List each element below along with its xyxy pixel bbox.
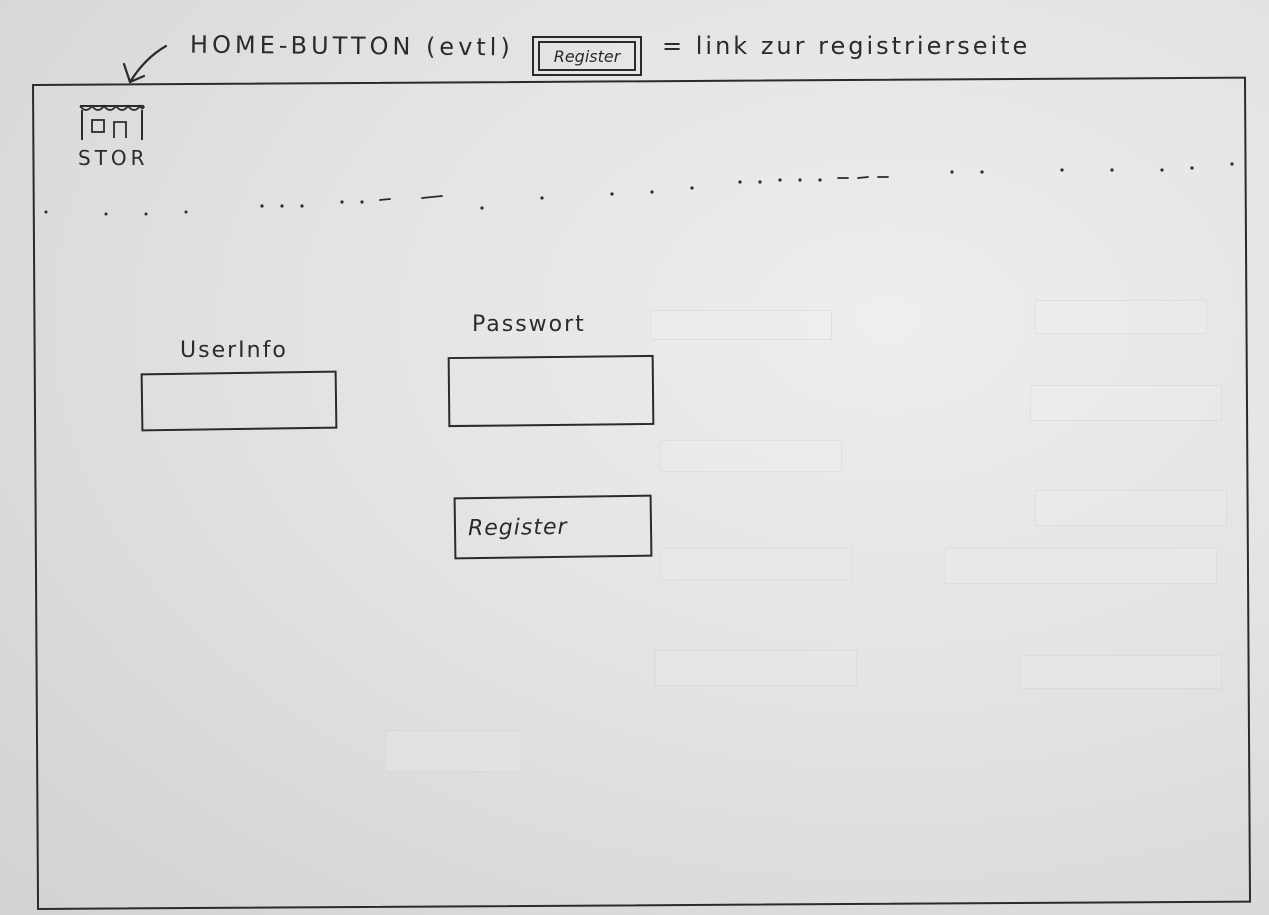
userinfo-label: UserInfo [180,338,288,363]
paper-ghost [1035,490,1227,526]
userinfo-input[interactable] [140,370,338,432]
paper-ghost [945,548,1217,584]
home-button-note: HOME-BUTTON (evtl) [189,30,514,62]
passwort-input[interactable] [447,354,655,428]
paper-ghost [655,650,857,686]
storefront-icon [79,104,145,140]
register-sample-box: Register [532,36,642,76]
passwort-label: Passwort [472,312,586,337]
nav-divider [44,162,1234,216]
paper-ghost [1035,300,1207,334]
arrow-down-left-icon [122,44,168,84]
paper-ghost [1020,655,1222,689]
paper-ghost [660,548,852,580]
logo-label: STOR [78,146,149,170]
home-logo-button[interactable]: STOR [78,102,152,182]
paper-ghost [385,730,522,772]
register-sample-label: Register [538,41,636,71]
register-button[interactable]: Register [453,494,653,560]
paper-ghost [660,440,842,472]
paper-ghost [1030,385,1222,421]
register-link-note: = link zur registrierseite [662,32,1031,60]
paper-ghost [650,310,832,340]
